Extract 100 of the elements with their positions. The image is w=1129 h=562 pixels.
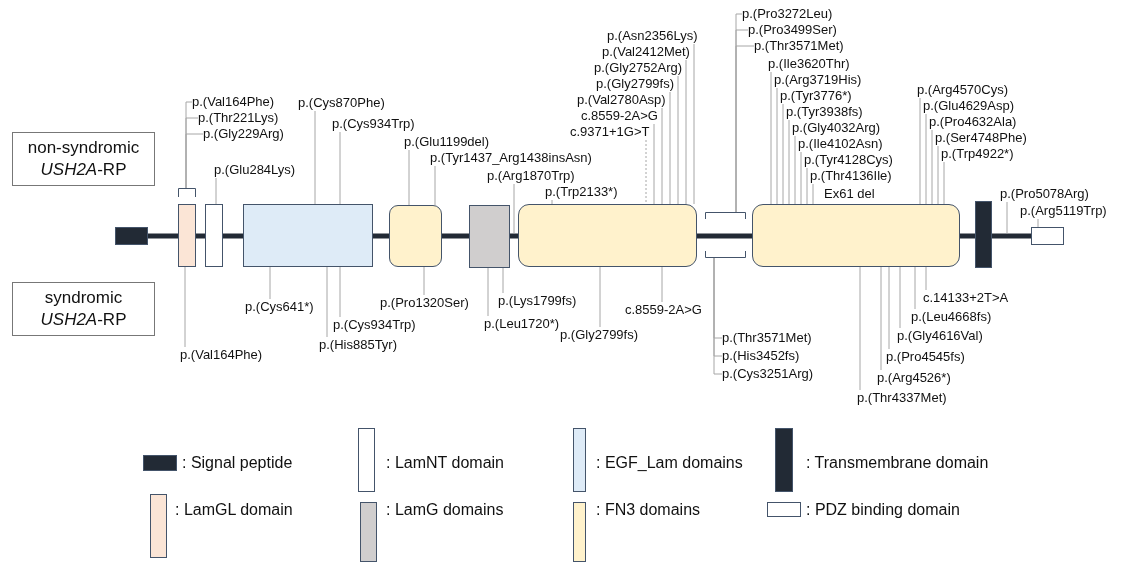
leader-line (788, 119, 790, 205)
variant-label: p.(Gly4032Arg) (792, 120, 881, 136)
category-box: non-syndromic USH2A-RP (12, 132, 155, 186)
leader-line (339, 266, 341, 318)
domain-box (205, 204, 223, 267)
leader-line (408, 149, 410, 206)
leader-line (677, 75, 679, 205)
leader-line (925, 266, 927, 291)
variant-label: p.(Tyr3938fs) (786, 104, 863, 120)
leader-line (269, 266, 271, 300)
variant-label: p.(Val164Phe) (180, 347, 263, 363)
leader-line (185, 133, 204, 189)
domain-box (1031, 227, 1064, 245)
leader-line (645, 139, 647, 205)
variant-label: p.(Gly229Arg) (203, 126, 284, 142)
variant-label: p.(Gly4616Val) (897, 328, 983, 344)
domain-box (389, 205, 442, 267)
domain-box (518, 204, 697, 267)
variant-label: c.14133+2T>A (923, 290, 1009, 306)
leader-line (919, 97, 921, 205)
domain-box (243, 204, 373, 267)
leader-line (487, 267, 489, 317)
variant-label: p.(Glu4629Asp) (923, 98, 1015, 114)
leader-line (184, 266, 186, 348)
bracket-mark (705, 212, 746, 258)
leader-line (1006, 201, 1008, 234)
leader-line (215, 177, 217, 205)
legend-label: : Transmembrane domain (806, 453, 989, 473)
variant-label: p.(Pro3499Ser) (748, 22, 837, 38)
variant-label: p.(Gly2799fs) (596, 76, 675, 92)
leader-line (693, 43, 695, 205)
variant-label: p.(Pro4545fs) (886, 349, 965, 365)
legend-label: : LamG domains (386, 500, 504, 520)
legend-label: : LamGL domain (175, 500, 293, 520)
variant-label: p.(Arg4570Cys) (917, 82, 1009, 98)
variant-label: p.(Leu1720*) (484, 316, 560, 332)
variant-label: p.(Cys641*) (245, 299, 314, 315)
leader-line (880, 266, 882, 371)
variant-label: p.(Tyr1437_Arg1438insAsn) (430, 150, 592, 166)
variant-label: p.(Pro3272Leu) (742, 6, 833, 22)
variant-label: p.(Cys934Trp) (332, 116, 415, 132)
leader-line (806, 167, 808, 205)
leader-line (937, 145, 939, 205)
variant-label: p.(Thr4337Met) (857, 390, 947, 406)
variant-label: c.8559-2A>G (581, 108, 658, 124)
leader-line (735, 45, 755, 213)
leader-line (661, 266, 663, 303)
leader-line (502, 267, 504, 294)
leader-line (423, 266, 425, 296)
variant-label: p.(Arg3719His) (774, 72, 862, 88)
leader-line (800, 151, 802, 205)
legend-label: : FN3 domains (596, 500, 701, 520)
legend-label: : EGF_Lam domains (596, 453, 743, 473)
leader-line (794, 135, 796, 205)
leader-line (925, 113, 927, 205)
leader-line (770, 71, 772, 205)
leader-line (713, 257, 723, 375)
legend-label: : Signal peptide (182, 453, 293, 473)
variant-label: p.(Lys1799fs) (498, 293, 577, 309)
leader-line (326, 266, 328, 338)
leader-line (931, 129, 933, 205)
variant-label: p.(Pro1320Ser) (380, 295, 469, 311)
variant-label: p.(Val2780Asp) (577, 92, 666, 108)
leader-line (339, 131, 341, 205)
variant-label: p.(Trp4922*) (941, 146, 1014, 162)
leader-line (943, 161, 945, 205)
variant-label: p.(Ser4748Phe) (935, 130, 1027, 146)
leader-line (434, 165, 436, 206)
variant-label: p.(Trp2133*) (545, 184, 618, 200)
leader-line (314, 110, 316, 205)
bracket-mark (178, 188, 196, 197)
variant-label: p.(Cys870Phe) (298, 95, 385, 111)
variant-label: p.(Pro5078Arg) (1000, 186, 1089, 202)
domain-box (752, 204, 960, 267)
leader-line (551, 199, 553, 205)
variant-label: p.(Pro4632Ala) (929, 114, 1017, 130)
variant-label: p.(Gly2752Arg) (594, 60, 683, 76)
variant-label: p.(Ile3620Thr) (768, 56, 850, 72)
variant-label: c.8559-2A>G (625, 302, 702, 318)
variant-label: p.(Tyr4128Cys) (804, 152, 893, 168)
variant-label: p.(Val164Phe) (192, 94, 275, 110)
leader-line (685, 59, 687, 205)
variant-label: p.(Val2412Met) (602, 44, 690, 60)
category-box: syndromic USH2A-RP (12, 282, 155, 336)
variant-label: p.(His885Tyr) (319, 337, 398, 353)
domain-box (469, 205, 510, 268)
variant-label: p.(Arg5119Trp) (1020, 203, 1107, 219)
variant-label: p.(Glu284Lys) (214, 162, 296, 178)
variant-label: p.(Arg4526*) (877, 370, 951, 386)
domain-box (975, 201, 992, 268)
variant-label: p.(Tyr3776*) (780, 88, 852, 104)
variant-label: p.(Leu4668fs) (911, 309, 992, 325)
leader-line (899, 266, 901, 329)
leader-line (653, 123, 655, 205)
variant-label: p.(Cys3251Arg) (722, 366, 814, 382)
variant-label: p.(Asn2356Lys) (607, 28, 698, 44)
legend-label: : PDZ binding domain (806, 500, 960, 520)
variant-label: p.(Thr3571Met) (754, 38, 844, 54)
variant-label: Ex61 del (824, 186, 875, 202)
leader-line (599, 266, 601, 328)
